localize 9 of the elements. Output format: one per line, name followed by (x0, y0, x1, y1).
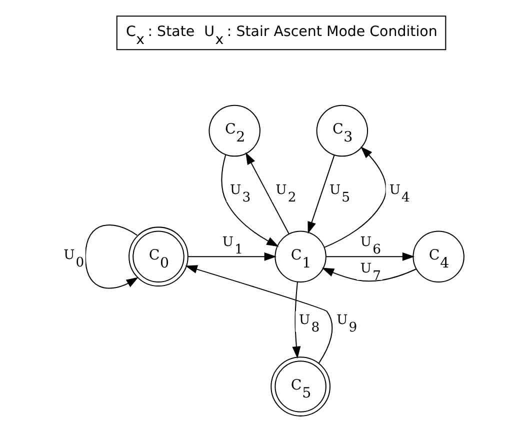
arrow (326, 252, 414, 261)
arrow (220, 154, 278, 247)
arrow (184, 265, 332, 364)
arrow (187, 252, 276, 261)
arrow (292, 282, 300, 359)
arrow (307, 154, 334, 234)
arrow (245, 152, 289, 234)
arrow (321, 268, 416, 282)
arrow (84, 224, 138, 289)
